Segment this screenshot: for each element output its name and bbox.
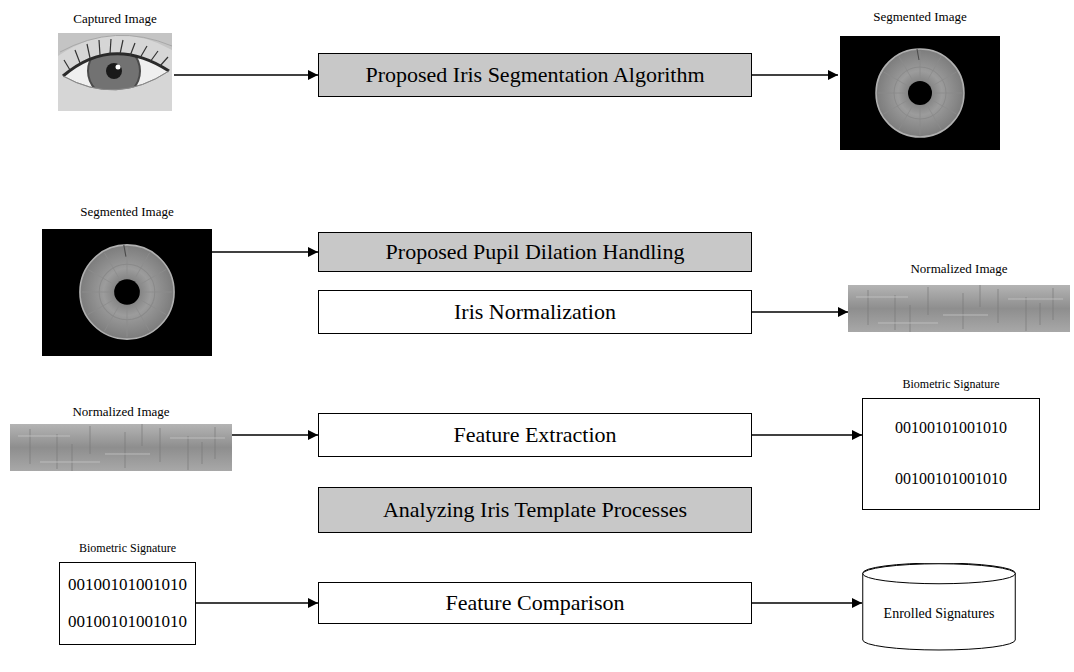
process-box: Feature Extraction (318, 413, 752, 457)
signature-panel: Biometric Signature001001010010100010010… (59, 542, 196, 645)
image-caption: Normalized Image (910, 262, 1007, 277)
process-box: Analyzing Iris Template Processes (318, 487, 752, 533)
eyelashes (64, 39, 168, 70)
process-label: Analyzing Iris Template Processes (383, 497, 687, 522)
segmented-iris-image (42, 229, 212, 356)
signature-heading: Biometric Signature (59, 542, 196, 556)
process-box: Proposed Iris Segmentation Algorithm (318, 53, 752, 97)
image-caption: Captured Image (73, 12, 156, 27)
image-caption: Segmented Image (873, 10, 967, 25)
process-box: Proposed Pupil Dilation Handling (318, 232, 752, 272)
signature-box: 00100101001010 00100101001010 (862, 398, 1040, 510)
arrow-connector (752, 311, 848, 313)
lower-eyelid (63, 71, 169, 90)
image-caption: Segmented Image (80, 205, 174, 220)
database-label: Enrolled Signatures (884, 606, 995, 622)
signature-box: 00100101001010 00100101001010 (59, 562, 196, 645)
segmented-iris (80, 245, 174, 339)
image-panel: Normalized Image (848, 262, 1070, 334)
normalized-strip (10, 424, 232, 471)
process-label: Iris Normalization (454, 299, 616, 324)
arrow-connector (196, 602, 318, 604)
process-box: Iris Normalization (318, 290, 752, 334)
image-panel: Normalized Image (10, 405, 232, 471)
arrow-connector (232, 434, 318, 436)
pupil-disc (106, 63, 122, 79)
binary-code: 00100101001010 (68, 575, 187, 595)
binary-code: 00100101001010 (68, 612, 187, 632)
image-panel: Segmented Image (838, 10, 1002, 152)
arrow-connector (212, 251, 318, 253)
process-label: Proposed Pupil Dilation Handling (386, 239, 685, 264)
image-ground (840, 36, 1000, 150)
segmented-iris-image (840, 36, 1000, 150)
cylinder-top (863, 564, 1016, 584)
segmented-iris (876, 49, 964, 137)
arrow-connector (752, 602, 862, 604)
image-panel: Captured Image (56, 12, 174, 112)
image-caption: Normalized Image (72, 405, 169, 420)
database-cylinder: Enrolled Signatures (862, 563, 1016, 651)
binary-code: 00100101001010 (895, 470, 1007, 488)
eye-photo (58, 33, 172, 111)
process-box: Feature Comparison (318, 582, 752, 624)
signature-heading: Biometric Signature (862, 378, 1040, 392)
normalized-strip (848, 285, 1070, 332)
arrow-connector (752, 74, 838, 76)
eye-highlight (116, 65, 121, 70)
arrow-connector (174, 74, 318, 76)
process-label: Feature Extraction (453, 422, 616, 447)
signature-panel: Biometric Signature001001010010100010010… (862, 378, 1040, 510)
image-panel: Segmented Image (42, 205, 212, 357)
eyelid-crease (60, 35, 172, 52)
process-label: Feature Comparison (445, 590, 624, 615)
cylinder-body (863, 563, 1016, 650)
process-label: Proposed Iris Segmentation Algorithm (365, 62, 704, 87)
photo-ground (58, 33, 172, 111)
image-ground (42, 229, 212, 356)
binary-code: 00100101001010 (895, 419, 1007, 437)
arrow-connector (752, 434, 862, 436)
